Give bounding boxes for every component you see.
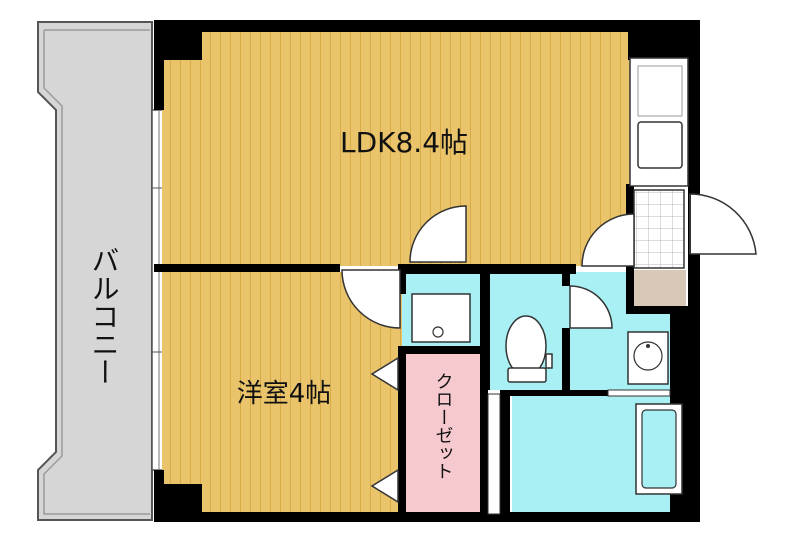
bathtub — [635, 403, 683, 495]
door-swings — [341, 205, 635, 329]
ldk-floor — [162, 30, 630, 266]
balcony-label: バルコニー — [88, 246, 121, 386]
closet-sliding-door — [487, 393, 501, 515]
washing-pan — [411, 293, 471, 343]
kitchen-counter — [629, 57, 689, 187]
ldk-label: LDK8.4帖 — [340, 126, 468, 159]
storage-tile — [633, 189, 685, 269]
kitchen-sink — [637, 121, 683, 169]
entrance-door — [689, 193, 757, 255]
western-room-label: 洋室4帖 — [237, 379, 332, 409]
toilet — [505, 315, 553, 383]
bath-sliding-door — [607, 389, 671, 397]
storage-floor — [632, 270, 686, 310]
closet-floor — [404, 354, 482, 512]
closet-label: クローゼット — [433, 372, 454, 480]
closet-doors — [370, 356, 399, 504]
wash-basin — [627, 331, 669, 385]
